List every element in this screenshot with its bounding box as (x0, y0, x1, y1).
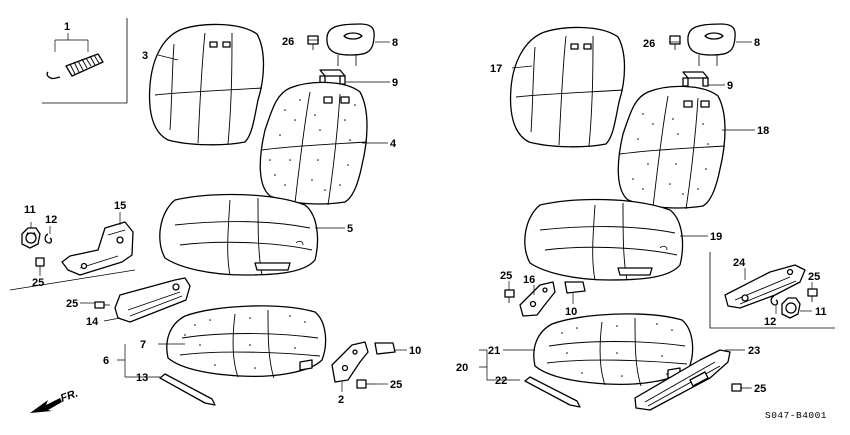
callout-17: 17 (490, 63, 502, 75)
screw-25-f (731, 383, 750, 392)
cap-10-right (564, 281, 586, 294)
callout-7: 7 (140, 339, 146, 351)
cap-10-left (374, 342, 396, 355)
seat-back-pad-18 (617, 85, 726, 210)
inset-box-item-1 (42, 18, 128, 104)
headrest-8-right (669, 23, 736, 66)
clip-12-left (44, 233, 53, 244)
front-direction-label: FR. (59, 387, 80, 404)
callout-23: 23 (748, 345, 760, 357)
side-cover-14 (114, 277, 191, 323)
callout-21: 21 (488, 345, 500, 357)
callout-25-e: 25 (808, 271, 820, 283)
catalog-code: S047-B4001 (765, 410, 827, 421)
callout-9-right: 9 (727, 80, 733, 92)
callout-1: 1 (64, 21, 70, 33)
callout-6: 6 (103, 355, 109, 367)
bracket-2 (331, 341, 369, 383)
clip-12-right (770, 295, 779, 306)
callout-12-right: 12 (764, 316, 776, 328)
wire-13 (159, 373, 216, 406)
callout-25-c: 25 (390, 379, 402, 391)
callout-11-right: 11 (815, 306, 827, 318)
seat-back-cover-17 (509, 26, 626, 148)
callout-20: 20 (456, 362, 468, 374)
knob-11-left (21, 227, 41, 249)
side-cover-23 (634, 349, 731, 411)
callout-25-b: 25 (66, 298, 78, 310)
leader-lines (30, 39, 813, 392)
callout-8-left: 8 (392, 37, 398, 49)
screw-25-b (94, 301, 110, 309)
callout-16: 16 (523, 274, 535, 286)
screw-25-d (504, 289, 515, 303)
callout-25-d: 25 (500, 270, 512, 282)
callout-14: 14 (86, 316, 99, 328)
front-direction-arrow (30, 398, 62, 413)
screw-25-a (35, 257, 45, 272)
callout-24: 24 (733, 257, 746, 269)
callout-8-right: 8 (754, 37, 760, 49)
wire-22 (524, 376, 581, 408)
callout-25-f: 25 (754, 383, 766, 395)
recliner-cover-15 (61, 221, 134, 276)
callout-26-right: 26 (643, 38, 655, 50)
seat-back-cover-3 (148, 23, 265, 146)
seat-cushion-cover-5 (159, 193, 319, 276)
knob-11-right (781, 297, 801, 319)
seat-cushion-pad-21 (533, 313, 694, 387)
callout-3: 3 (142, 50, 148, 62)
callout-9-left: 9 (392, 77, 398, 89)
callout-11-left: 11 (24, 204, 36, 216)
callout-18: 18 (757, 125, 769, 137)
screw-25-e (807, 288, 818, 302)
callout-15: 15 (114, 200, 126, 212)
headrest-guide-9-right (682, 71, 709, 87)
bracket-16 (519, 281, 556, 317)
callout-4: 4 (390, 138, 397, 150)
callout-25-a: 25 (32, 277, 44, 289)
recliner-cover-24 (724, 264, 806, 309)
screw-25-c (356, 379, 376, 389)
callout-22: 22 (495, 375, 507, 387)
headrest-8-left (307, 23, 375, 66)
callout-26-left: 26 (282, 36, 294, 48)
seat-cushion-pad-7 (166, 305, 327, 379)
callout-10-left: 10 (409, 345, 421, 357)
seat-cushion-cover-19 (524, 198, 684, 281)
callout-13: 13 (136, 372, 148, 384)
callout-12-left: 12 (45, 214, 57, 226)
callout-numbers: 1 3 26 8 9 4 5 11 12 15 25 25 14 7 6 13 … (24, 21, 827, 406)
seat-back-pad-4 (259, 81, 368, 206)
callout-10-right: 10 (565, 306, 577, 318)
callout-19: 19 (710, 231, 722, 243)
callout-2: 2 (338, 394, 344, 406)
callout-5: 5 (347, 223, 353, 235)
